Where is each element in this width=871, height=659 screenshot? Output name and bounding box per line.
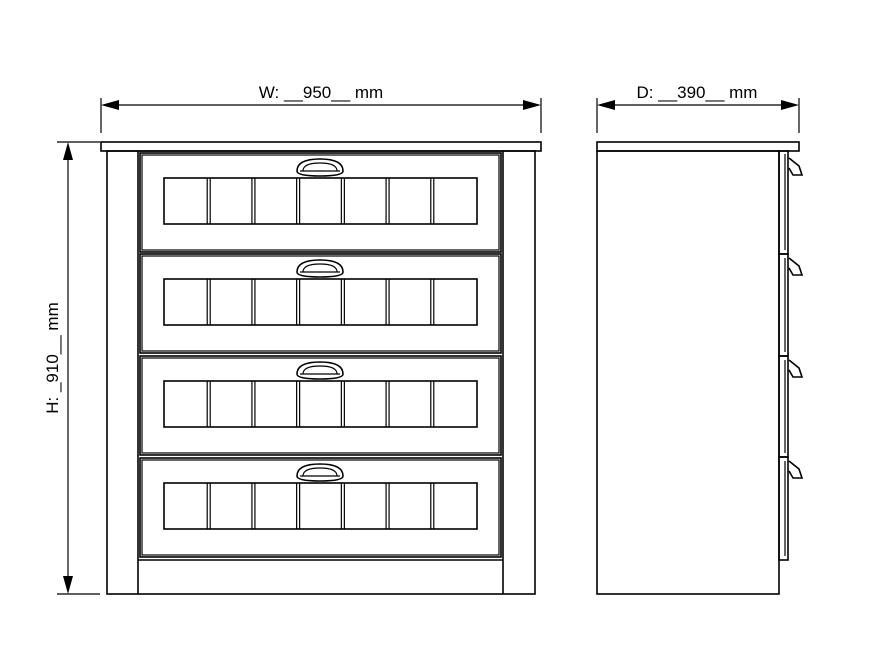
side-drawer-front-4 — [778, 456, 789, 561]
side-top-board — [596, 141, 800, 152]
side-drawer-front-2 — [778, 253, 789, 357]
side-drawer-front-1 — [778, 150, 789, 255]
height-label: H: _910__ mm — [43, 302, 62, 414]
side-handle-icon — [788, 460, 804, 479]
drawer-3 — [139, 355, 502, 456]
drawer-2 — [139, 253, 502, 354]
side-handle-icon — [788, 157, 804, 176]
height-dimension: H: _910__ mm — [43, 141, 100, 595]
drawer-1 — [139, 152, 502, 253]
drawer-4 — [139, 457, 502, 558]
depth-dimension: D: __390__ mm — [596, 83, 800, 133]
carcass — [106, 150, 536, 595]
cup-handle-icon — [296, 463, 344, 482]
side-drawer-front-3 — [778, 355, 789, 458]
cup-handle-icon — [296, 158, 344, 177]
depth-label: D: __390__ mm — [637, 83, 758, 102]
cup-handle-icon — [296, 259, 344, 278]
width-dimension: W: __950__ mm — [100, 83, 542, 133]
side-handle-icon — [788, 359, 804, 378]
front-view — [100, 141, 542, 595]
drawers — [139, 152, 502, 558]
side-panel — [596, 150, 780, 595]
cup-handle-icon — [296, 361, 344, 380]
side-view — [596, 141, 804, 595]
top-board — [100, 141, 542, 152]
side-handle-icon — [788, 257, 804, 276]
width-label: W: __950__ mm — [259, 83, 383, 102]
side-handles — [788, 157, 804, 479]
